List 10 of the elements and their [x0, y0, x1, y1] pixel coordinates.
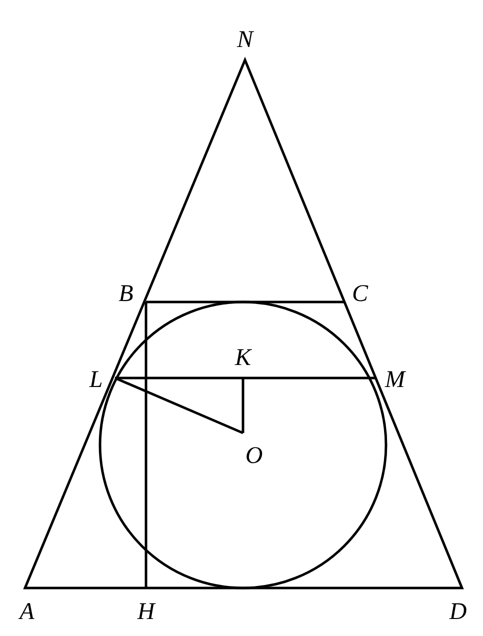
point-label: B — [118, 282, 134, 306]
point-label: A — [20, 600, 34, 624]
point-label: M — [385, 368, 405, 392]
point-label: L — [89, 368, 103, 392]
point-label: D — [449, 600, 467, 624]
point-label: C — [352, 282, 368, 306]
point-label: O — [245, 444, 263, 468]
point-label: K — [235, 346, 251, 370]
point-label: H — [137, 600, 155, 624]
point-label: N — [237, 28, 253, 52]
